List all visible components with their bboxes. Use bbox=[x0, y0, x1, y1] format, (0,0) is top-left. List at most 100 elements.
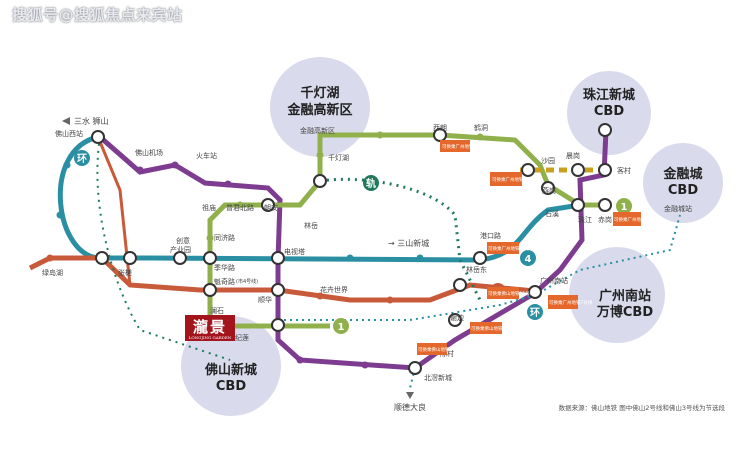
hub-foshan-new-subtitle: CBD bbox=[216, 379, 246, 394]
station-marker-icon bbox=[571, 198, 585, 212]
transfer-note-text: 可换乘广州地铁3号线 bbox=[614, 216, 658, 223]
transfer-note-text: 可换乘广州地铁1号线 bbox=[442, 143, 486, 150]
hub-qiandeng-title: 千灯湖 bbox=[300, 85, 339, 101]
label-jihualu: 季华路 bbox=[214, 263, 235, 272]
label-zhangcha: 张槎 bbox=[118, 268, 132, 277]
station-dot bbox=[296, 356, 304, 364]
line-badge-one bbox=[333, 318, 349, 334]
station-dot bbox=[63, 161, 71, 169]
station-dot bbox=[136, 166, 144, 174]
arrow-down-icon bbox=[406, 392, 414, 399]
station-marker-icon bbox=[541, 181, 555, 195]
label-chuangyi: 创意 bbox=[176, 236, 190, 245]
direction-shunde: 顺德大良 bbox=[394, 402, 426, 412]
label-chanyeyuan: 产业园 bbox=[170, 245, 191, 254]
station-dot bbox=[206, 234, 214, 242]
station-marker-icon bbox=[203, 251, 217, 265]
line-badge-four bbox=[520, 250, 536, 266]
line-badge-one-text: 1 bbox=[338, 322, 345, 333]
transfer-note bbox=[613, 212, 641, 226]
label-gangkoulu: 港口路 bbox=[480, 231, 501, 240]
label-linyue: 林岳 bbox=[304, 221, 318, 230]
label-kuiqilu-note: (市4号线) bbox=[236, 278, 258, 285]
line-badge-huan-text: 环 bbox=[77, 153, 87, 165]
station-marker-icon bbox=[313, 174, 327, 188]
direction-sanshan: → 三山新城 bbox=[388, 238, 429, 248]
station-dot bbox=[316, 292, 324, 300]
station-marker-icon bbox=[408, 361, 422, 375]
hub-jinrongcheng-title: 金融城 bbox=[662, 166, 702, 182]
label-shitong: 石溪 bbox=[545, 209, 559, 218]
station-marker-icon bbox=[598, 123, 612, 137]
label-qiandenghu: 千灯湖 bbox=[328, 153, 349, 162]
brand-logo: 瀧景 LONGJING GARDEN bbox=[185, 315, 235, 341]
label-huochezhan: 火车站 bbox=[196, 151, 217, 160]
label-foshan-airport: 佛山机场 bbox=[135, 148, 163, 157]
label-lanshi: 澜石 bbox=[210, 306, 224, 315]
station-dot bbox=[236, 201, 244, 209]
label-chaoan: 朝安 bbox=[264, 203, 278, 212]
station-marker-icon bbox=[448, 313, 462, 327]
station-marker-icon bbox=[598, 198, 612, 212]
label-tongjilu: 同济路 bbox=[214, 233, 235, 242]
label-jiaoyuan: 燕岗 bbox=[542, 186, 556, 195]
station-dot bbox=[361, 361, 369, 369]
brand-logo-text: 瀧景 bbox=[192, 318, 227, 336]
transfer-note-text: 可换乘广州地铁22号线 bbox=[488, 245, 535, 252]
label-jinzhou: 谢边 bbox=[450, 313, 464, 322]
label-shijiahuayuan: 花卉世界 bbox=[320, 285, 348, 294]
hub-gzs-title: 广州南站 bbox=[599, 288, 651, 304]
label-xilang: 西朗 bbox=[433, 123, 447, 132]
station-marker-icon bbox=[123, 251, 137, 265]
hub-jinrongcheng-subtitle: CBD bbox=[668, 183, 698, 198]
label-jinrong-gaoxin: 金融高新区 bbox=[300, 126, 335, 135]
label-jinrongchengzhan: 金融城站 bbox=[664, 204, 692, 213]
station-marker-icon bbox=[528, 285, 542, 299]
transfer-note bbox=[490, 172, 522, 186]
transfer-note bbox=[487, 287, 519, 299]
label-kuiqilu: 魁奇路 bbox=[214, 277, 235, 286]
label-zumiao: 祖庙 bbox=[202, 203, 216, 212]
line-badge-huan2 bbox=[527, 304, 543, 320]
transfer-note bbox=[548, 295, 578, 309]
transfer-note bbox=[470, 322, 502, 334]
hub-guangzhou-south bbox=[569, 247, 665, 343]
station-dot bbox=[346, 254, 354, 262]
station-dot bbox=[416, 254, 424, 262]
hub-zhujiang-subtitle: CBD bbox=[594, 104, 624, 119]
line-teal-east bbox=[479, 202, 605, 263]
hub-zhujiang-title: 珠江新城 bbox=[583, 87, 635, 103]
line-badge-one-east-text: 1 bbox=[621, 202, 628, 213]
station-marker-icon bbox=[271, 318, 285, 332]
direction-sanshui: 三水 狮山 bbox=[74, 116, 109, 126]
hub-gzs-subtitle: 万博CBD bbox=[596, 304, 653, 320]
transfer-note-text: 可换乘佛山地铁7号线 bbox=[418, 346, 462, 353]
station-marker-icon bbox=[571, 163, 585, 177]
label-zhujiang: 珠江 bbox=[578, 215, 592, 224]
transfer-note-text: 可换乘佛山地铁11号线 bbox=[488, 290, 535, 297]
station-marker-icon bbox=[203, 283, 217, 297]
label-yanggang: 晨岗 bbox=[566, 152, 580, 160]
transfer-note bbox=[440, 140, 470, 152]
station-dot bbox=[171, 161, 179, 169]
line-badge-guang-text: 轨 bbox=[366, 177, 376, 190]
label-kecun: 客村 bbox=[617, 166, 631, 175]
hub-foshan-new-title: 佛山新城 bbox=[204, 362, 257, 378]
station-dot bbox=[224, 180, 232, 188]
transfer-note-text: 可换乘广州地铁8号线 bbox=[492, 176, 536, 183]
station-marker-icon bbox=[598, 163, 612, 177]
label-chigang: 赤岗 bbox=[598, 216, 612, 224]
watermark: 搜狐号@搜狐焦点来宾站 bbox=[12, 6, 183, 24]
station-marker-icon bbox=[261, 198, 275, 212]
label-shayuan: 沙园 bbox=[541, 157, 555, 165]
station-dot bbox=[386, 296, 394, 304]
hub-foshan-new bbox=[181, 316, 281, 416]
station-marker-icon bbox=[473, 251, 487, 265]
label-lvgang: 绿岛湖 bbox=[42, 268, 63, 277]
transfer-note bbox=[417, 343, 447, 355]
hub-zhujiang bbox=[567, 71, 651, 155]
transfer-note bbox=[487, 242, 519, 254]
line-badge-four-text: 4 bbox=[525, 254, 532, 265]
line-badge-one-east bbox=[616, 198, 632, 214]
